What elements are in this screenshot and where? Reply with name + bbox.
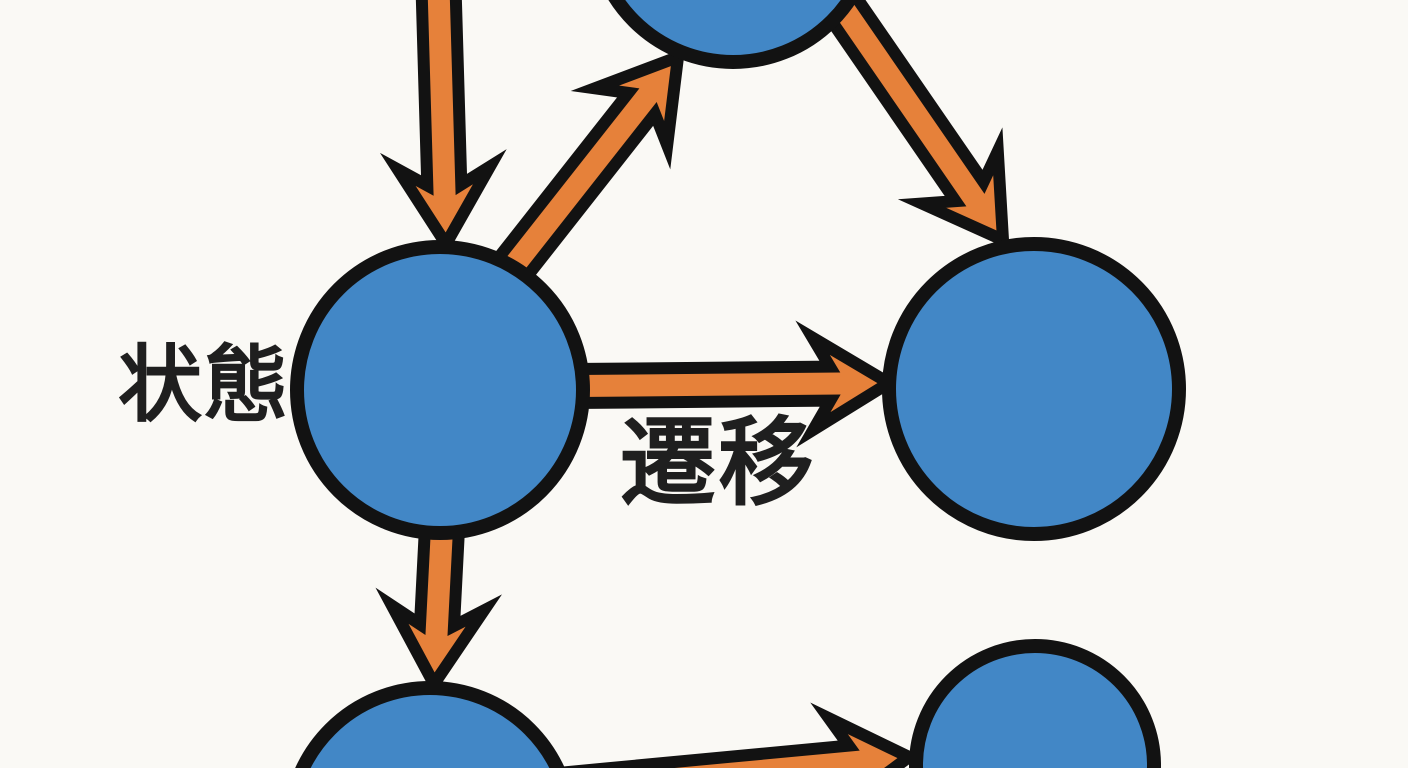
nodes-layer [290, 0, 1186, 768]
state-node-state-bottom-left [295, 681, 565, 768]
edges-layer [375, 0, 1010, 768]
state-node-state-bottom-right [909, 639, 1161, 768]
state-node-state-top [608, 0, 858, 69]
transition-arrow-edge-top-into-left [379, 0, 507, 256]
transition-arrow-edge-top-to-right [809, 0, 1010, 250]
state-node-state-left [290, 240, 590, 540]
transition-label: 遷移 [620, 407, 816, 519]
transition-arrow-edge-bottom-to-right [549, 702, 921, 768]
state-label: 状態 [118, 336, 290, 434]
state-node-state-right [882, 237, 1186, 541]
